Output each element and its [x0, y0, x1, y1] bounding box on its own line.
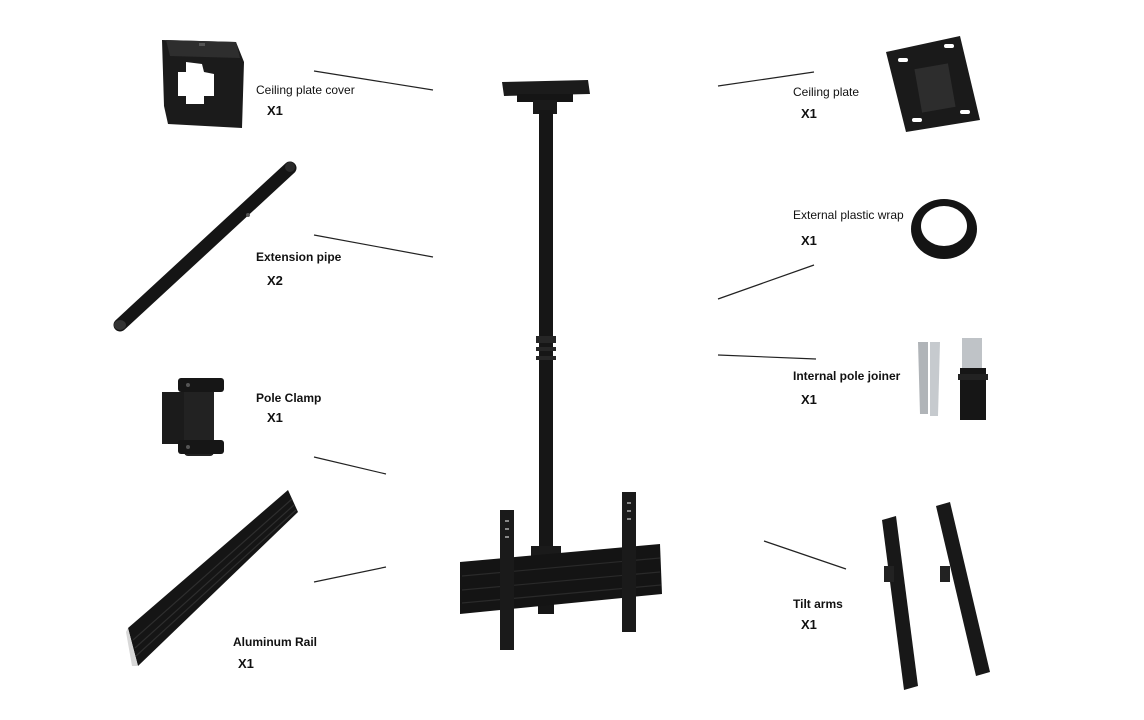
- internal-pole-joiner-label: Internal pole joiner: [793, 369, 901, 383]
- extension-pipe-image: [113, 161, 297, 332]
- leader-internal-pole-joiner: [717, 354, 817, 360]
- pole-clamp-qty: X1: [267, 410, 283, 425]
- external-plastic-wrap-image: [911, 199, 977, 259]
- tilt-arms-image: [882, 502, 990, 690]
- ceiling-plate-label: Ceiling plate: [793, 85, 860, 99]
- aluminum-rail-qty: X1: [238, 656, 254, 671]
- aluminum-rail-image: [126, 490, 298, 666]
- leader-lines: [313, 70, 847, 583]
- extension-pipe-label: Extension pipe: [256, 250, 342, 264]
- ceiling-plate-cover-image: [162, 40, 244, 128]
- tilt-arms-label: Tilt arms: [793, 597, 843, 611]
- ceiling-plate-qty: X1: [801, 106, 817, 121]
- ceiling-plate-cover-qty: X1: [267, 103, 283, 118]
- leader-ceiling-plate-cover: [313, 70, 434, 91]
- ceiling-plate-image: [886, 36, 980, 132]
- ceiling-plate-cover-label: Ceiling plate cover: [256, 83, 355, 97]
- external-plastic-wrap-qty: X1: [801, 233, 817, 248]
- leader-pole-clamp: [313, 456, 387, 475]
- internal-pole-joiner-qty: X1: [801, 392, 817, 407]
- leader-ceiling-plate: [717, 71, 815, 87]
- leader-tilt-arms: [763, 540, 847, 570]
- pole-clamp-image: [162, 378, 224, 456]
- internal-pole-joiner-image: [918, 338, 988, 420]
- leader-extension-pipe: [313, 234, 434, 258]
- leader-external-plastic-wrap: [717, 264, 815, 300]
- assembled-mount-image: [460, 80, 662, 650]
- tilt-arms-qty: X1: [801, 617, 817, 632]
- external-plastic-wrap-label: External plastic wrap: [793, 208, 904, 222]
- leader-aluminum-rail: [313, 566, 387, 583]
- extension-pipe-qty: X2: [267, 273, 283, 288]
- aluminum-rail-label: Aluminum Rail: [233, 635, 318, 649]
- pole-clamp-label: Pole Clamp: [256, 391, 322, 405]
